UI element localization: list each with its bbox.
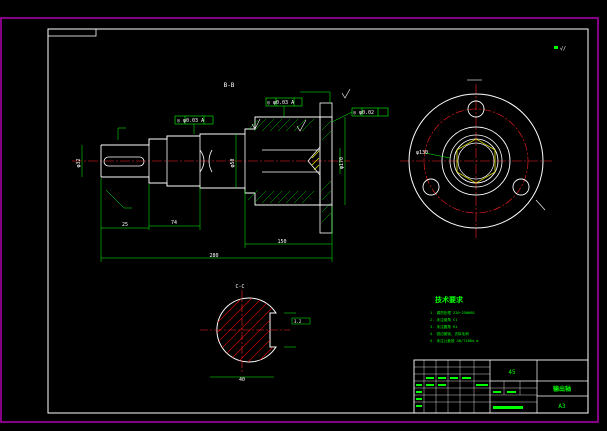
title-part-name: 输出轴 xyxy=(553,385,571,393)
dim-dia-shaft: φ32 xyxy=(76,158,82,167)
drawing-frame xyxy=(47,28,589,414)
tech-line-1: 1. 调质处理 220~250HBS xyxy=(430,310,475,315)
tech-line-3: 3. 未注圆角 R1 xyxy=(430,324,457,329)
title-material: 45 xyxy=(508,369,516,376)
dim-left: 25 xyxy=(122,222,128,228)
bolt-hole-right xyxy=(512,178,530,196)
dim-overall: 280 xyxy=(209,253,218,259)
outer-border xyxy=(0,17,599,423)
dim-small: 74 xyxy=(171,220,177,226)
bolt-hole-top xyxy=(467,100,485,118)
gdt-1-text: ◎ φ0.03 A xyxy=(177,118,204,124)
gdt-2-text: ◎ φ0.03 A xyxy=(267,100,294,106)
dim-cc-width: 40 xyxy=(239,377,245,383)
dim-dia-flange: φ170 xyxy=(339,157,345,169)
dim-flange: 150 xyxy=(277,239,286,245)
tech-title: 技术要求 xyxy=(435,295,464,304)
tech-line-4: 4. 锐边倒钝，去除毛刺 xyxy=(430,331,469,336)
roughness-marks xyxy=(251,88,351,132)
gdt-3-text: ◎ φ0.02 xyxy=(353,110,374,116)
dim-dia-body: φ50 xyxy=(230,158,236,167)
title-block: 45 输出轴 A3 xyxy=(413,359,589,414)
section-label-top: B-B xyxy=(224,82,235,89)
section-label-bottom: C-C xyxy=(235,284,244,290)
frame-corner-tab xyxy=(47,28,97,37)
tech-line-2: 2. 未注倒角 C1 xyxy=(430,317,457,322)
svg-text:√/: √/ xyxy=(560,46,566,52)
technical-requirements: 技术要求 1. 调质处理 220~250HBS 2. 未注倒角 C1 3. 未注… xyxy=(430,295,478,343)
tech-line-5: 5. 未注公差按 GB/T1804-m xyxy=(430,338,478,343)
shaft-main-view xyxy=(72,102,350,234)
bolt-hole-left xyxy=(422,178,440,196)
main-view-dimensions xyxy=(81,117,346,262)
end-view-flange: φ130 xyxy=(400,79,552,240)
gdt-leaders xyxy=(193,91,353,134)
roughness-cc: 3.2 xyxy=(294,319,302,324)
pitch-circle-label: φ130 xyxy=(416,150,428,156)
title-scale: A3 xyxy=(558,403,566,410)
top-right-mark: √/ xyxy=(554,46,566,52)
